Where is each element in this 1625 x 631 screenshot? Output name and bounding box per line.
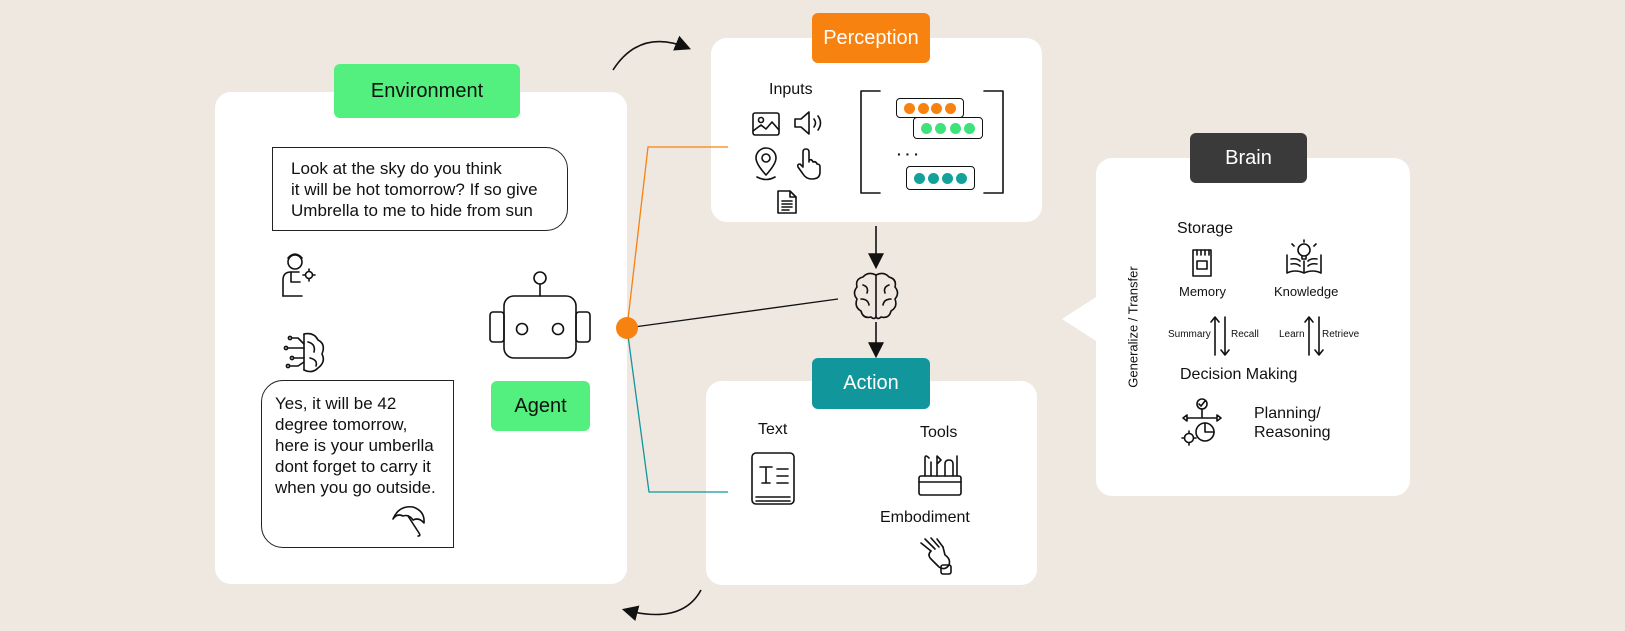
embodiment-label: Embodiment — [880, 509, 970, 526]
robot-hand-icon — [920, 537, 952, 575]
answer-line: when you go outside. — [275, 478, 436, 497]
token-row-teal — [906, 166, 975, 190]
question-bubble: Look at the sky do you think it will be … — [272, 147, 568, 231]
question-line: it will be hot tomorrow? If so give — [291, 180, 538, 199]
agent-label: Agent — [491, 381, 590, 431]
token-bracket-icon — [860, 90, 1004, 194]
brain-panel — [1096, 158, 1410, 496]
hand-pointer-icon — [796, 148, 821, 180]
document-icon — [777, 190, 797, 214]
tools-label: Tools — [920, 424, 958, 441]
planning-line: Planning/ — [1254, 405, 1321, 422]
token-row-green — [913, 117, 983, 139]
umbrella-icon — [392, 505, 425, 537]
speaker-icon — [794, 111, 822, 135]
retrieve-label: Retrieve — [1322, 329, 1360, 340]
answer-line: here is your umberlla — [275, 436, 434, 455]
answer-line: dont forget to carry it — [275, 457, 431, 476]
text-output-label: Text — [758, 421, 788, 438]
brain-icon — [853, 272, 899, 320]
toolbox-icon — [918, 455, 962, 496]
answer-line: Yes, it will be 42 — [275, 394, 397, 413]
cycle-arrow-top — [612, 35, 691, 71]
location-pin-icon — [755, 147, 777, 181]
knowledge-label: Knowledge — [1274, 284, 1339, 299]
user-gear-icon — [282, 253, 316, 297]
inputs-label: Inputs — [769, 81, 813, 98]
perception-title: Perception — [812, 13, 930, 63]
memory-card-icon — [1192, 249, 1212, 277]
brain-link — [626, 298, 839, 329]
perception-panel — [711, 38, 1042, 222]
memory-label: Memory — [1179, 284, 1226, 299]
summary-label: Summary — [1168, 329, 1211, 340]
token-ellipsis: · · · — [897, 146, 919, 162]
learn-retrieve-arrows — [1304, 316, 1324, 356]
storage-label: Storage — [1177, 220, 1234, 237]
answer-bubble: Yes, it will be 42 degree tomorrow, here… — [261, 380, 454, 548]
perception-link — [626, 146, 728, 329]
question-line: Umbrella to me to hide from sun — [291, 201, 533, 220]
planning-icon — [1181, 398, 1222, 446]
agent-hub-dot — [616, 317, 638, 339]
action-panel — [706, 381, 1037, 585]
question-line: Look at the sky do you think — [291, 159, 502, 178]
summary-recall-arrows — [1210, 316, 1230, 356]
brain-ai-icon — [283, 332, 325, 373]
planning-reasoning-label: Planning/ Reasoning — [1254, 404, 1331, 442]
recall-label: Recall — [1231, 329, 1259, 340]
text-document-icon — [751, 452, 795, 505]
image-icon — [752, 112, 780, 136]
answer-line: degree tomorrow, — [275, 415, 408, 434]
action-link — [626, 327, 728, 493]
learn-label: Learn — [1279, 329, 1305, 340]
brain-panel-pointer — [1062, 297, 1096, 341]
environment-title: Environment — [334, 64, 520, 118]
brain-title: Brain — [1190, 133, 1307, 183]
action-title: Action — [812, 358, 930, 409]
cycle-arrow-bottom — [621, 589, 702, 621]
knowledge-book-icon — [1286, 239, 1322, 274]
decision-making-label: Decision Making — [1180, 366, 1298, 383]
reasoning-line: Reasoning — [1254, 424, 1331, 441]
robot-icon — [489, 271, 591, 359]
